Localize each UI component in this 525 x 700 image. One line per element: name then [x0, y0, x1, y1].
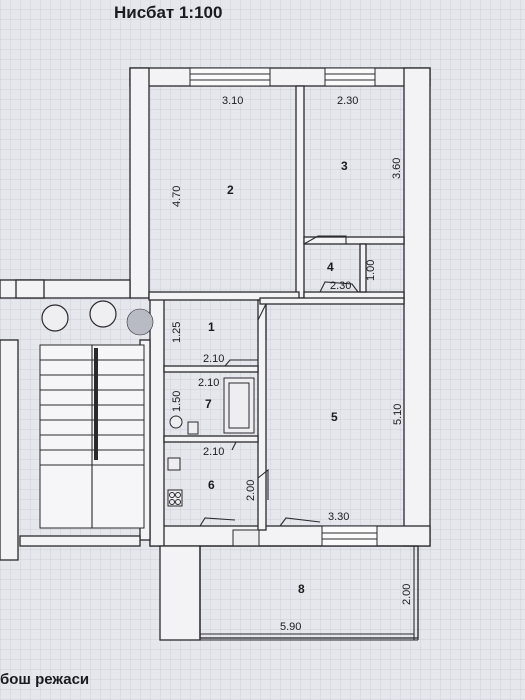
dim-room6-width: 2.10 — [203, 446, 224, 458]
dimension-labels: 3.10 4.70 2.30 3.60 2.30 1.00 1.25 2.10 … — [171, 95, 413, 633]
scale-title: Нисбат 1:100 — [114, 3, 222, 22]
fixtures — [167, 377, 255, 507]
stairwell — [0, 279, 154, 561]
dim-room3-height: 3.60 — [391, 158, 403, 179]
window-room3 — [324, 67, 376, 87]
pipe-3 — [126, 308, 154, 336]
dim-room7-height: 1.50 — [171, 391, 183, 412]
dim-room8-height: 2.00 — [401, 584, 413, 605]
room-labels: 1 2 3 4 5 6 7 8 — [205, 159, 348, 596]
dim-room5-width: 3.30 — [328, 511, 349, 523]
room-label-8: 8 — [298, 582, 305, 596]
plan-caption: бош режаси — [0, 671, 89, 688]
window-room2 — [189, 67, 271, 87]
kitchen-sink — [167, 457, 181, 471]
room-label-3: 3 — [341, 159, 348, 173]
dim-room4-height: 1.00 — [365, 260, 377, 281]
outer-walls — [129, 67, 431, 547]
interior-partitions — [148, 85, 405, 531]
doors — [199, 235, 359, 547]
sink — [169, 415, 183, 429]
room-label-6: 6 — [208, 478, 215, 492]
room-label-1: 1 — [208, 320, 215, 334]
dim-room2-height: 4.70 — [171, 186, 183, 207]
window-room5 — [321, 525, 378, 547]
pipe-1 — [41, 304, 69, 332]
dim-room7-width: 2.10 — [198, 377, 219, 389]
dim-room2-width: 3.10 — [222, 95, 243, 107]
toilet — [187, 421, 199, 435]
dim-room5-height: 5.10 — [392, 404, 404, 425]
pipe-2 — [89, 300, 117, 328]
room-label-2: 2 — [227, 183, 234, 197]
dim-room6-height: 2.00 — [245, 480, 257, 501]
dim-room3-width: 2.30 — [337, 95, 358, 107]
dim-room8-width: 5.90 — [280, 621, 301, 633]
dim-room1-width: 2.10 — [203, 353, 224, 365]
balcony — [159, 545, 419, 641]
room-label-5: 5 — [331, 410, 338, 424]
dim-room4-width: 2.30 — [330, 280, 351, 292]
room-label-7: 7 — [205, 397, 212, 411]
room-label-4: 4 — [327, 260, 334, 274]
dim-room1-height: 1.25 — [171, 322, 183, 343]
